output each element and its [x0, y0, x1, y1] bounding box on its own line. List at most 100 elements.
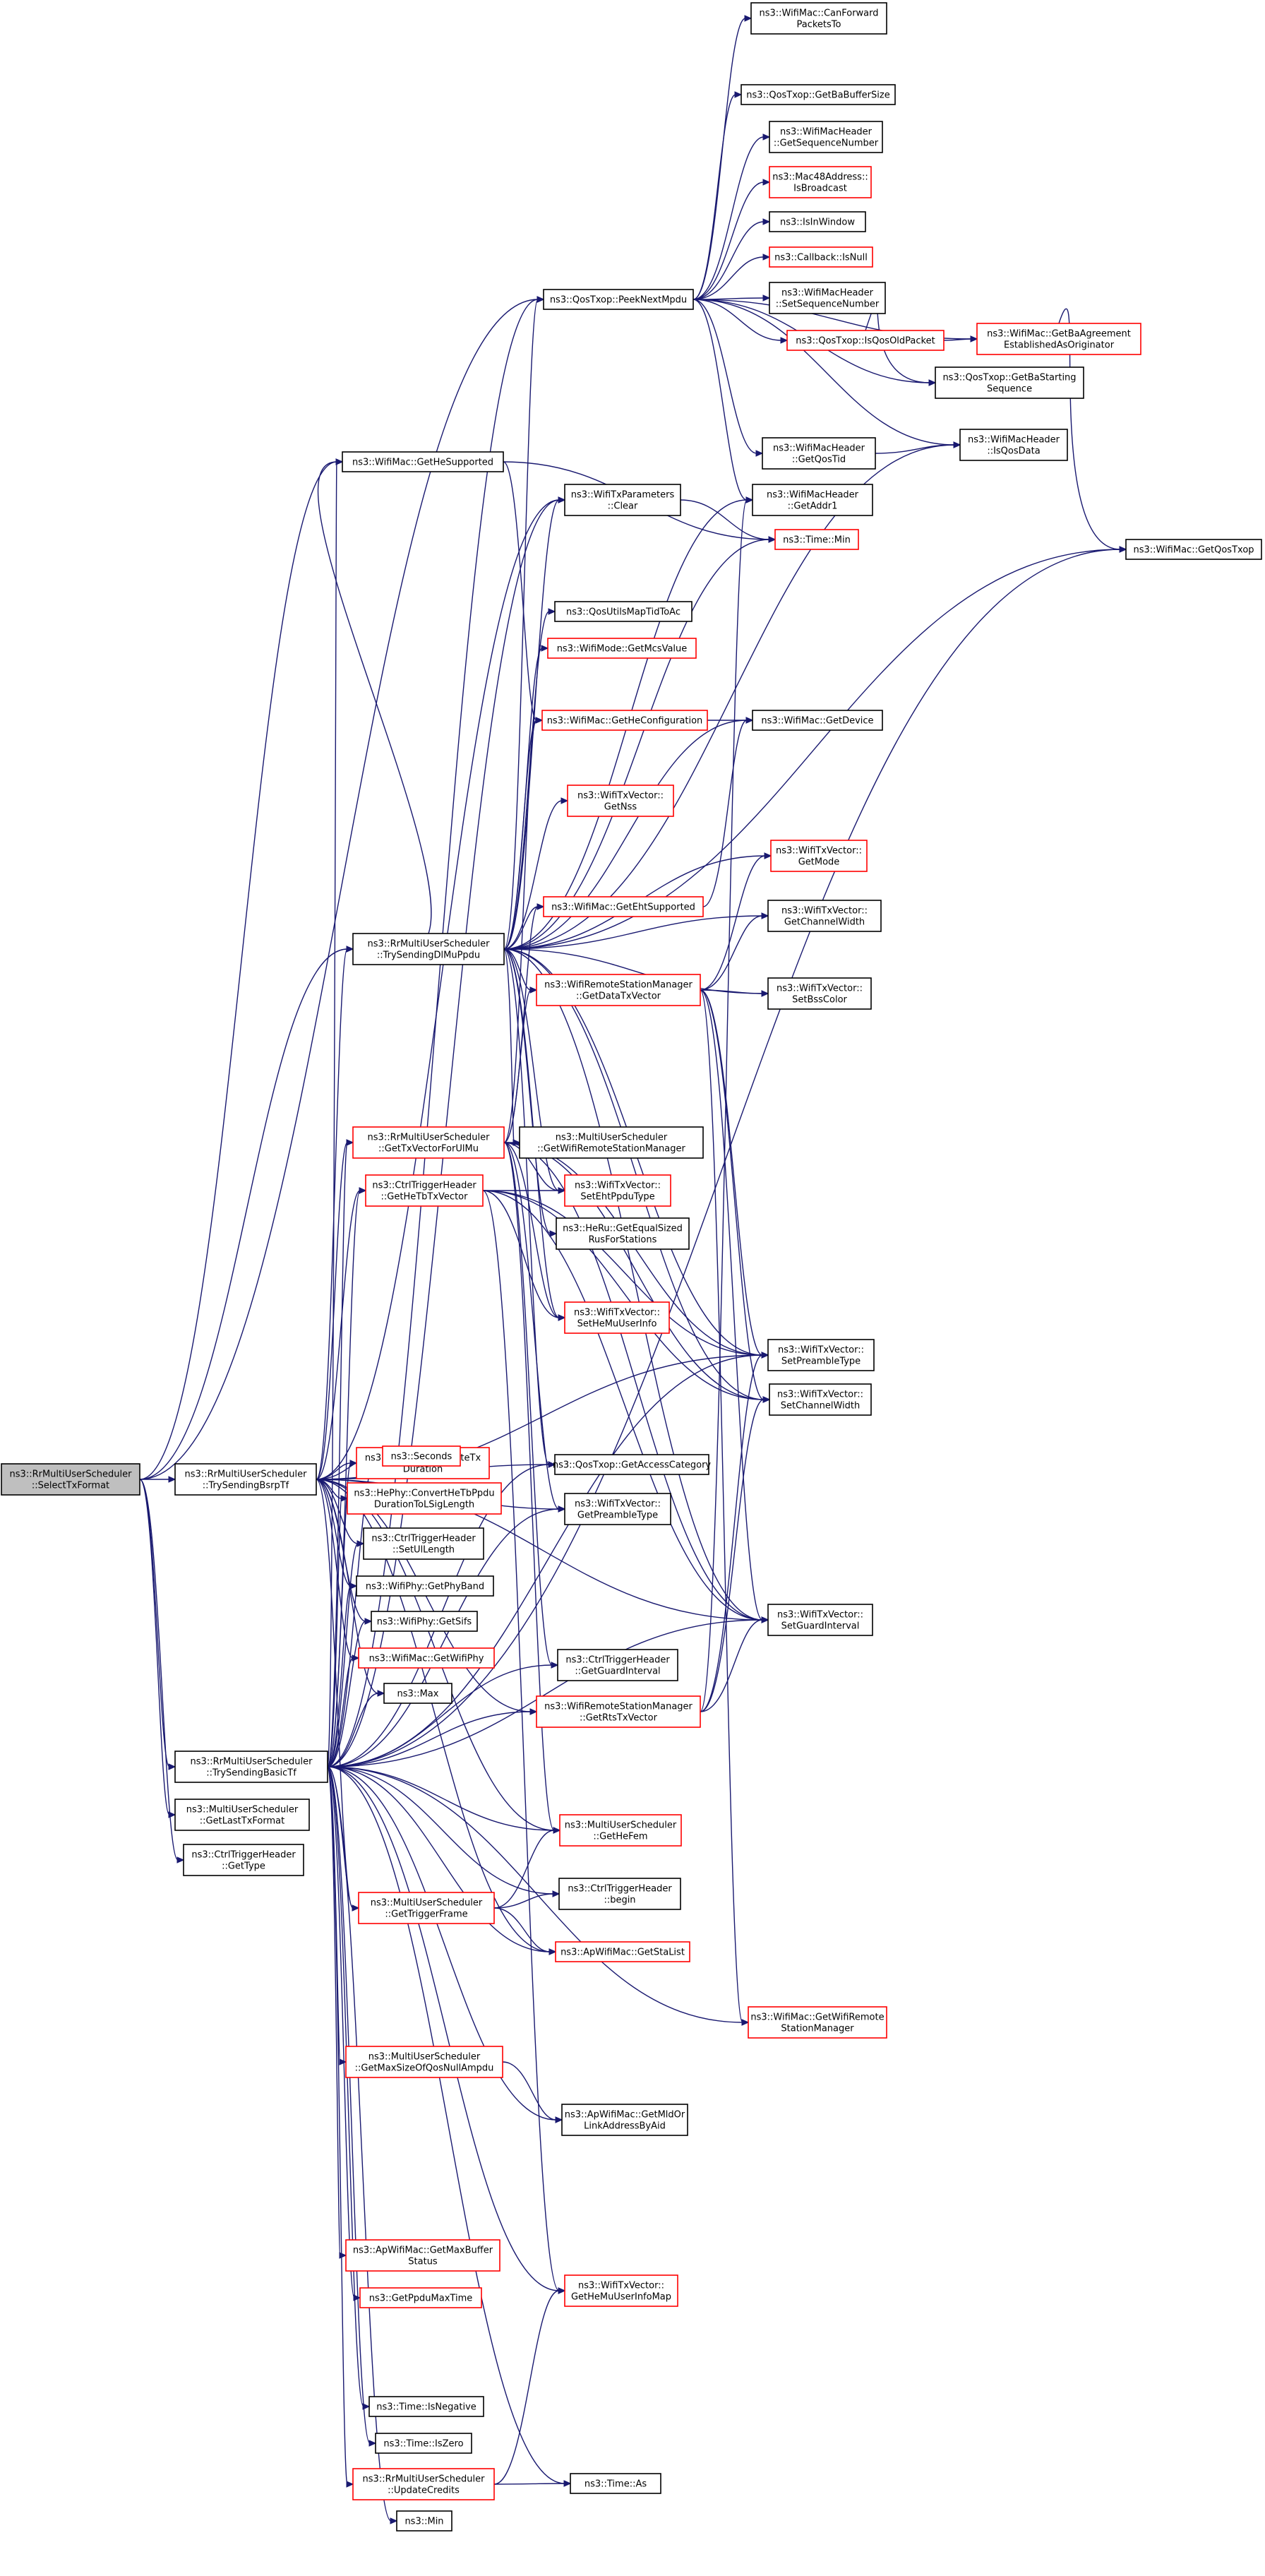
node-box [365, 1174, 484, 1207]
node-ns3-wifimac-getdevice[interactable]: ns3::WifiMac::GetDevice [752, 710, 883, 731]
edge-line [327, 1711, 532, 1767]
node-ns3-wifimac-getqostxop[interactable]: ns3::WifiMac::GetQosTxop [1125, 539, 1262, 560]
node-ns3-min[interactable]: ns3::Min [396, 2510, 452, 2532]
node-ns3-multiuserscheduler-gettriggerframe[interactable]: ns3::MultiUserScheduler::GetTriggerFrame [358, 1892, 495, 1924]
node-ns3-mac48address-isbroadcast[interactable]: ns3::Mac48Address::IsBroadcast [769, 166, 872, 198]
node-ns3-seconds[interactable]: ns3::Seconds [382, 1445, 461, 1467]
node-ns3-ctrltriggerheader-begin[interactable]: ns3::CtrlTriggerHeader::begin [558, 1878, 681, 1910]
node-ns3-time-as[interactable]: ns3::Time::As [570, 2473, 661, 2494]
node-ns3-rrmultiuserscheduler-gettxvectorforulmu[interactable]: ns3::RrMultiUserScheduler::GetTxVectorFo… [352, 1126, 505, 1159]
node-label-line-1: ns3::IsInWindow [780, 217, 855, 228]
node-ns3-wifimacheader-setsequencenumber[interactable]: ns3::WifiMacHeader::SetSequenceNumber [769, 282, 886, 314]
node-ns3-time-isnegative[interactable]: ns3::Time::IsNegative [368, 2396, 484, 2417]
node-ns3-wifiremotestationmanager-getdatatxvector[interactable]: ns3::WifiRemoteStationManager::GetDataTx… [536, 974, 701, 1006]
node-box [762, 437, 876, 470]
call-edge-dlmu-to-getdevice [503, 717, 754, 950]
call-edge-updcred-to-gethemumap [493, 2287, 566, 2485]
node-ns3-wifitxvector-setbsscolor[interactable]: ns3::WifiTxVector::SetBssColor [767, 977, 872, 1010]
node-ns3-callback-isnull[interactable]: ns3::Callback::IsNull [769, 246, 873, 268]
node-ns3-rrmultiuserscheduler-trysendingbasictf[interactable]: ns3::RrMultiUserScheduler::TrySendingBas… [174, 1751, 328, 1783]
node-label-line-1: ns3::CtrlTriggerHeader [191, 1850, 296, 1861]
node-ns3-wifimac-getehtsupported[interactable]: ns3::WifiMac::GetEhtSupported [543, 896, 704, 917]
call-edge-getdatatx-to-getwrsm2 [700, 989, 750, 2026]
node-ns3-wifiphy-getphyband[interactable]: ns3::WifiPhy::GetPhyBand [356, 1575, 494, 1597]
node-box [752, 710, 883, 731]
node-ns3-wifimacheader-getqostid[interactable]: ns3::WifiMacHeader::GetQosTid [762, 437, 876, 470]
edge-arrowhead [558, 1187, 566, 1194]
node-ns3-qostxop-getbabuffersize[interactable]: ns3::QosTxop::GetBaBufferSize [741, 84, 896, 105]
node-ns3-wifitxvector-gethemuuserinfomap[interactable]: ns3::WifiTxVector::GetHeMuUserInfoMap [564, 2274, 678, 2307]
edge-line [327, 1766, 364, 2407]
node-ns3-wifimac-gethesupported[interactable]: ns3::WifiMac::GetHeSupported [342, 451, 504, 472]
edge-line [503, 948, 515, 1143]
node-ns3-wifimac-getheconfiguration[interactable]: ns3::WifiMac::GetHeConfiguration [541, 710, 708, 731]
call-edge-basic-to-peek [327, 296, 545, 1767]
node-ns3-wifimac-getwifiphy[interactable]: ns3::WifiMac::GetWifiPhy [358, 1647, 495, 1669]
node-ns3-ctrltriggerheader-setullength[interactable]: ns3::CtrlTriggerHeader::SetUlLength [363, 1527, 484, 1560]
node-box [1125, 539, 1262, 560]
node-ns3-hephy-converthetbppdu-durationtolsiglength[interactable]: ns3::HePhy::ConvertHeTbPpduDurationToLSi… [347, 1482, 502, 1515]
node-ns3-ctrltriggerheader-gethetbtxvector[interactable]: ns3::CtrlTriggerHeader::GetHeTbTxVector [365, 1174, 484, 1207]
node-label-line-1: ns3::WifiMode::GetMcsValue [557, 644, 688, 655]
node-ns3-wifitxvector-getpreambletype[interactable]: ns3::WifiTxVector::GetPreambleType [564, 1493, 671, 1525]
node-ns3-wifitxvector-getmode[interactable]: ns3::WifiTxVector::GetMode [770, 840, 868, 872]
edge-line [503, 948, 550, 1465]
node-ns3-getppdumaxtime[interactable]: ns3::GetPpduMaxTime [359, 2287, 482, 2308]
edge-line [327, 1766, 348, 2485]
edge-line [693, 299, 748, 501]
node-ns3-qosutilsmaptidtoac[interactable]: ns3::QosUtilsMapTidToAc [554, 601, 693, 622]
node-ns3-time-iszero[interactable]: ns3::Time::IsZero [375, 2433, 472, 2454]
node-ns3-rrmultiuserscheduler-trysendingdlmuppdu[interactable]: ns3::RrMultiUserScheduler::TrySendingDlM… [352, 933, 505, 965]
node-ns3-max[interactable]: ns3::Max [383, 1683, 452, 1704]
edge-line [700, 915, 763, 991]
node-ns3-wifimode-getmcsvalue[interactable]: ns3::WifiMode::GetMcsValue [547, 638, 697, 659]
call-edge-gettxul-to-getehtsup [503, 903, 545, 1143]
call-edge-basic-to-getqostxop [327, 546, 1127, 1767]
edge-arrowhead [552, 1890, 560, 1897]
node-ns3-wifimacheader-getaddr1[interactable]: ns3::WifiMacHeader::GetAddr1 [752, 484, 873, 516]
node-ns3-wifitxvector-getnss[interactable]: ns3::WifiTxVector::GetNss [567, 785, 674, 817]
edge-arrowhead [352, 1904, 360, 1912]
node-ns3-qostxop-getaccesscategory[interactable]: ns3::QosTxop::GetAccessCategory [553, 1454, 712, 1475]
node-ns3-wifimacheader-getsequencenumber[interactable]: ns3::WifiMacHeader::GetSequenceNumber [769, 121, 883, 153]
edge-line [327, 1766, 565, 2484]
node-ns3-wifitxvector-setpreambletype[interactable]: ns3::WifiTxVector::SetPreambleType [767, 1339, 875, 1371]
edge-arrowhead [339, 2058, 347, 2065]
node-ns3-wifiphy-getsifs[interactable]: ns3::WifiPhy::GetSifs [371, 1611, 478, 1632]
node-ns3-apwifimac-getstalist[interactable]: ns3::ApWifiMac::GetStaList [555, 1941, 690, 1962]
node-label-line-1: ns3::WifiMac::CanForward [759, 8, 878, 19]
node-ns3-ctrltriggerheader-getguardinterval[interactable]: ns3::CtrlTriggerHeader::GetGuardInterval [557, 1649, 678, 1681]
node-box [183, 1844, 304, 1876]
node-label-line-1: ns3::WifiMac::GetDevice [761, 716, 873, 727]
edge-line [503, 948, 532, 991]
node-ns3-wifitxvector-getchannelwidth[interactable]: ns3::WifiTxVector::GetChannelWidth [767, 900, 882, 932]
node-ns3-wifimac-getbaagreement-establishedasoriginator[interactable]: ns3::WifiMac::GetBaAgreementEstablishedA… [976, 323, 1141, 355]
node-ns3-isinwindow[interactable]: ns3::IsInWindow [769, 211, 866, 232]
node-ns3-time-min[interactable]: ns3::Time::Min [774, 529, 859, 550]
node-ns3-wifitxvector-setchannelwidth[interactable]: ns3::WifiTxVector::SetChannelWidth [769, 1383, 872, 1416]
edge-line [700, 855, 766, 991]
node-ns3-rrmultiuserscheduler-updatecredits[interactable]: ns3::RrMultiUserScheduler::UpdateCredits [352, 2468, 495, 2500]
node-ns3-qostxop-isqosoldpacket[interactable]: ns3::QosTxop::IsQosOldPacket [786, 330, 945, 351]
node-ns3-wifiremotestationmanager-getrtstxvector[interactable]: ns3::WifiRemoteStationManager::GetRtsTxV… [536, 1695, 701, 1728]
node-ns3-qostxop-peeknextmpdu[interactable]: ns3::QosTxop::PeekNextMpdu [543, 289, 694, 310]
node-ns3-multiuserscheduler-getlasttxformat[interactable]: ns3::MultiUserScheduler::GetLastTxFormat [174, 1799, 310, 1831]
node-ns3-wifitxparameters-clear[interactable]: ns3::WifiTxParameters::Clear [564, 484, 681, 516]
node-ns3-wifimac-getwifiremote-stationmanager[interactable]: ns3::WifiMac::GetWifiRemoteStationManage… [748, 2006, 887, 2039]
node-ns3-multiuserscheduler-gethefem[interactable]: ns3::MultiUserScheduler::GetHeFem [559, 1814, 682, 1847]
node-ns3-wifitxvector-sethemuuserinfo[interactable]: ns3::WifiTxVector::SetHeMuUserInfo [564, 1301, 670, 1334]
node-ns3-rrmultiuserscheduler-trysendingbsrptf[interactable]: ns3::RrMultiUserScheduler::TrySendingBsr… [174, 1463, 317, 1496]
node-ns3-multiuserscheduler-getwifiremotestationmanager[interactable]: ns3::MultiUserScheduler::GetWifiRemoteSt… [519, 1126, 704, 1159]
node-ns3-wifimacheader-isqosdata[interactable]: ns3::WifiMacHeader::IsQosData [959, 429, 1068, 461]
node-ns3-multiuserscheduler-getmaxsizeofqosnullampdu[interactable]: ns3::MultiUserScheduler::GetMaxSizeOfQos… [345, 2046, 503, 2078]
edge-line [482, 1190, 560, 2291]
node-label-line-1: ns3::ApWifiMac::GetStaList [560, 1948, 685, 1958]
node-ns3-wifitxvector-setguardinterval[interactable]: ns3::WifiTxVector::SetGuardInterval [767, 1604, 873, 1636]
node-ns3-wifitxvector-setehtppdutype[interactable]: ns3::WifiTxVector::SetEhtPpduType [564, 1174, 671, 1207]
node-ns3-ctrltriggerheader-gettype[interactable]: ns3::CtrlTriggerHeader::GetType [183, 1844, 304, 1876]
